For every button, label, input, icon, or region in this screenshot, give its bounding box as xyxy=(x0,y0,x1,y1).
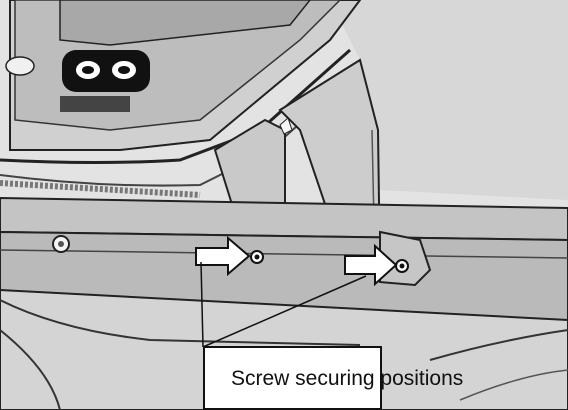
arrow-right-icon xyxy=(344,243,398,287)
callout-label: Screw securing positions xyxy=(231,366,464,390)
console-panel xyxy=(0,0,362,198)
leader-line-left xyxy=(200,261,204,348)
leader-line-right xyxy=(202,275,367,348)
callout-box: Screw securing positions xyxy=(203,346,463,410)
